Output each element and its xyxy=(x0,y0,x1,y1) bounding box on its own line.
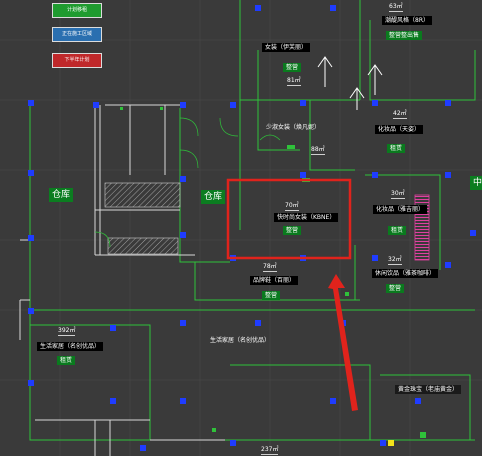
highlight-box xyxy=(226,178,352,260)
stair-block-1 xyxy=(104,182,181,208)
highlight-arrow xyxy=(328,274,358,411)
columns xyxy=(28,5,476,451)
fixtures xyxy=(120,107,426,438)
up-arrow-icon xyxy=(317,56,383,110)
walls-green xyxy=(29,0,476,441)
walls-white xyxy=(19,104,225,456)
escalator xyxy=(414,194,430,261)
yellow-marker xyxy=(388,440,394,446)
stair-block-2 xyxy=(107,237,179,255)
door-swings xyxy=(94,117,281,248)
